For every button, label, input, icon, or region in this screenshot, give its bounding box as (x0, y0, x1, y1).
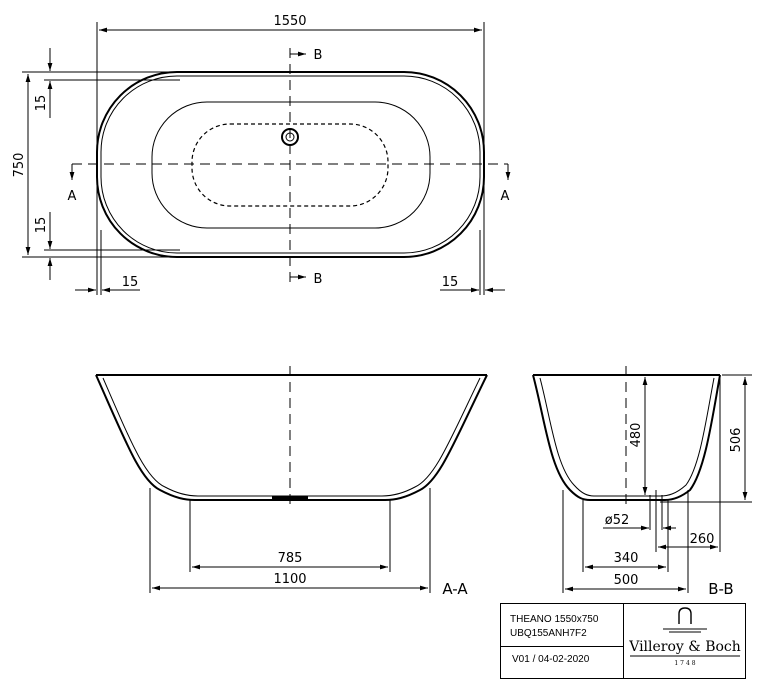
tub-inner-profile (102, 377, 481, 497)
section-bb-label: B-B (708, 580, 733, 598)
version-date: V01 / 04-02-2020 (512, 654, 590, 665)
top-view: A A B B 1550 750 15 15 15 15 (12, 14, 511, 295)
product-code: UBQ155ANH7F2 (510, 628, 587, 639)
basin-floor-outline (191, 123, 389, 207)
dimension-inner-depth-label: 480 (629, 423, 644, 448)
section-label-a-left: A (68, 189, 77, 204)
dimension-length-label: 1550 (273, 14, 306, 29)
tub-profile (532, 374, 721, 501)
section-label-b-bottom: B (314, 272, 323, 287)
brand-name: Villeroy & Boch (628, 639, 741, 655)
dimension-base-width-label: 500 (614, 573, 639, 588)
dimension-drain-diameter-label: ø52 (605, 513, 630, 528)
dimension-height-label: 506 (729, 428, 744, 453)
title-block: THEANO 1550x750 UBQ155ANH7F2 V01 / 04-02… (500, 603, 746, 679)
dimension-rim-bottom-label: 15 (34, 217, 49, 234)
dimension-rim-left-label: 15 (122, 275, 139, 290)
product-name: THEANO 1550x750 (510, 614, 599, 625)
basin-outline (151, 101, 431, 229)
section-aa-label: A-A (442, 580, 468, 598)
dimension-base-length-label: 1100 (273, 572, 306, 587)
section-label-b-top: B (314, 48, 323, 63)
tub-profile (95, 374, 488, 501)
dimension-width-label: 750 (12, 153, 27, 178)
dimension-feet-spacing-label: 785 (278, 551, 303, 566)
brand-logo-icon (663, 607, 707, 633)
section-aa-view: 785 1100 A-A (95, 366, 488, 598)
section-label-a-right: A (501, 189, 510, 204)
dimension-rim-right-label: 15 (442, 275, 459, 290)
dimension-drain-offset-label: 260 (690, 532, 715, 547)
dimension-rim-top-label: 15 (34, 95, 49, 112)
section-bb-view: 480 506 ø52 260 340 500 B-B (532, 366, 752, 598)
brand-year: 1748 (674, 660, 697, 667)
dimension-feet-spacing-label: 340 (614, 551, 639, 566)
tub-inner-profile (539, 377, 715, 497)
